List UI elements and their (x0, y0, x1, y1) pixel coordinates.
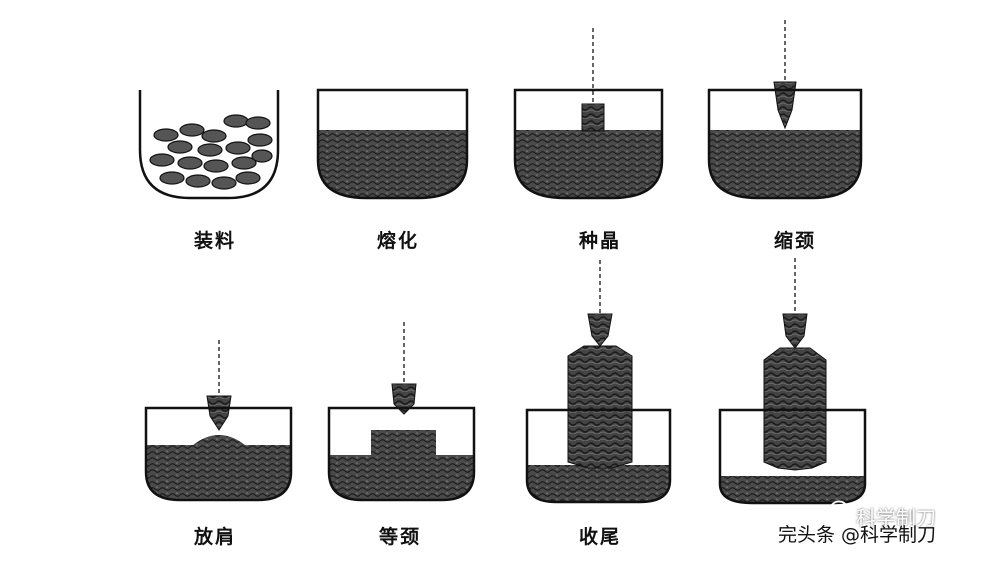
crucible-necking-body (707, 88, 863, 200)
watermark: 完头条 @科学制刀 (778, 524, 937, 546)
melt-fill (527, 465, 670, 502)
seed-crystal (581, 103, 605, 132)
melt-fill (515, 130, 662, 198)
crucible-charging-body (138, 90, 280, 200)
step-label-melting: 熔化 (376, 230, 419, 252)
crystal-ingot (567, 345, 633, 469)
melt-fill (318, 130, 467, 198)
step-label-seeding: 种晶 (578, 230, 621, 252)
crucible-finished (718, 258, 867, 505)
crucible-tailing (525, 260, 672, 504)
melt-fill (720, 476, 865, 503)
step-label-necking: 缩颈 (773, 230, 816, 252)
seed-neck (587, 313, 613, 347)
wechat-icon (830, 500, 854, 519)
crucible-shouldering-body (144, 406, 293, 502)
crystal (391, 383, 417, 415)
crucible-shouldering (144, 340, 293, 502)
crucible-melting-body (316, 88, 469, 200)
crucible-seeding-body (513, 88, 664, 200)
seed-neck (782, 313, 808, 349)
crucible-seeding (513, 28, 664, 200)
seed-neck (206, 395, 232, 431)
step-label-body-growth: 等颈 (378, 526, 421, 548)
crucible-charging (138, 90, 280, 200)
crucible-body-growth-body (327, 406, 476, 502)
melt-fill (146, 435, 291, 500)
step-label-tailing: 收尾 (578, 526, 621, 548)
melt-fill (329, 430, 474, 500)
step-label-charging: 装料 (193, 230, 236, 252)
crucible-necking (707, 20, 863, 200)
polysilicon-chunks (149, 114, 273, 190)
melt-fill (709, 130, 861, 198)
crucible-body-growth (327, 322, 476, 502)
crucible-tailing-body (525, 408, 672, 504)
step-label-shouldering: 放肩 (193, 526, 236, 548)
crucible-melting (316, 88, 469, 200)
seed-crystal (773, 81, 797, 130)
watermark-overlay: 科学制刀 (856, 506, 936, 530)
